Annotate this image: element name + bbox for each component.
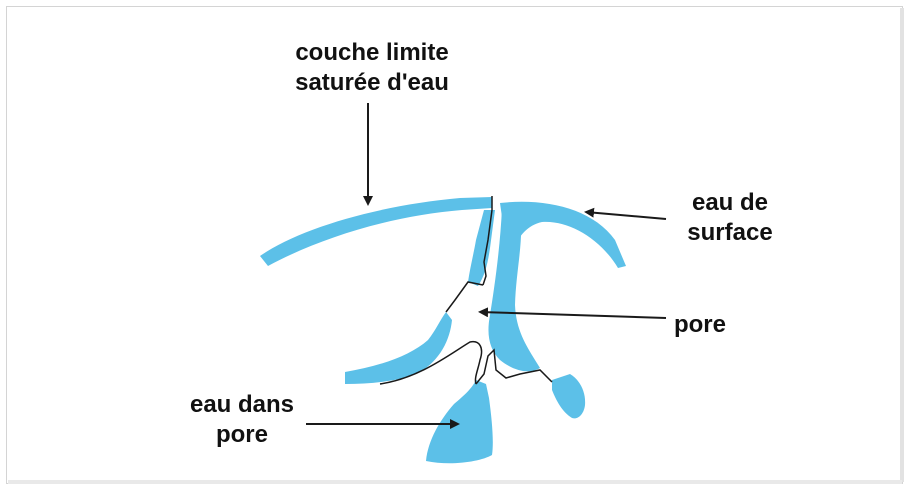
lower-left-film bbox=[345, 312, 452, 384]
arrow-surface-water bbox=[586, 212, 666, 219]
label-surface-water-line2: surface bbox=[687, 219, 772, 246]
label-pore-water-line1: eau dans bbox=[190, 391, 294, 418]
label-pore-water-line2: pore bbox=[216, 421, 268, 448]
pore-water-blob bbox=[426, 380, 493, 463]
boundary-layer-water bbox=[260, 197, 492, 266]
right-channel-water bbox=[488, 208, 540, 371]
label-pore: pore bbox=[674, 311, 726, 338]
label-boundary-layer-line1: couche limite bbox=[295, 39, 448, 66]
label-boundary-layer-line2: saturée d'eau bbox=[295, 69, 449, 96]
label-surface-water-line1: eau de bbox=[692, 189, 768, 216]
pore-outline-left bbox=[446, 282, 483, 312]
lower-right-blob bbox=[552, 374, 585, 418]
